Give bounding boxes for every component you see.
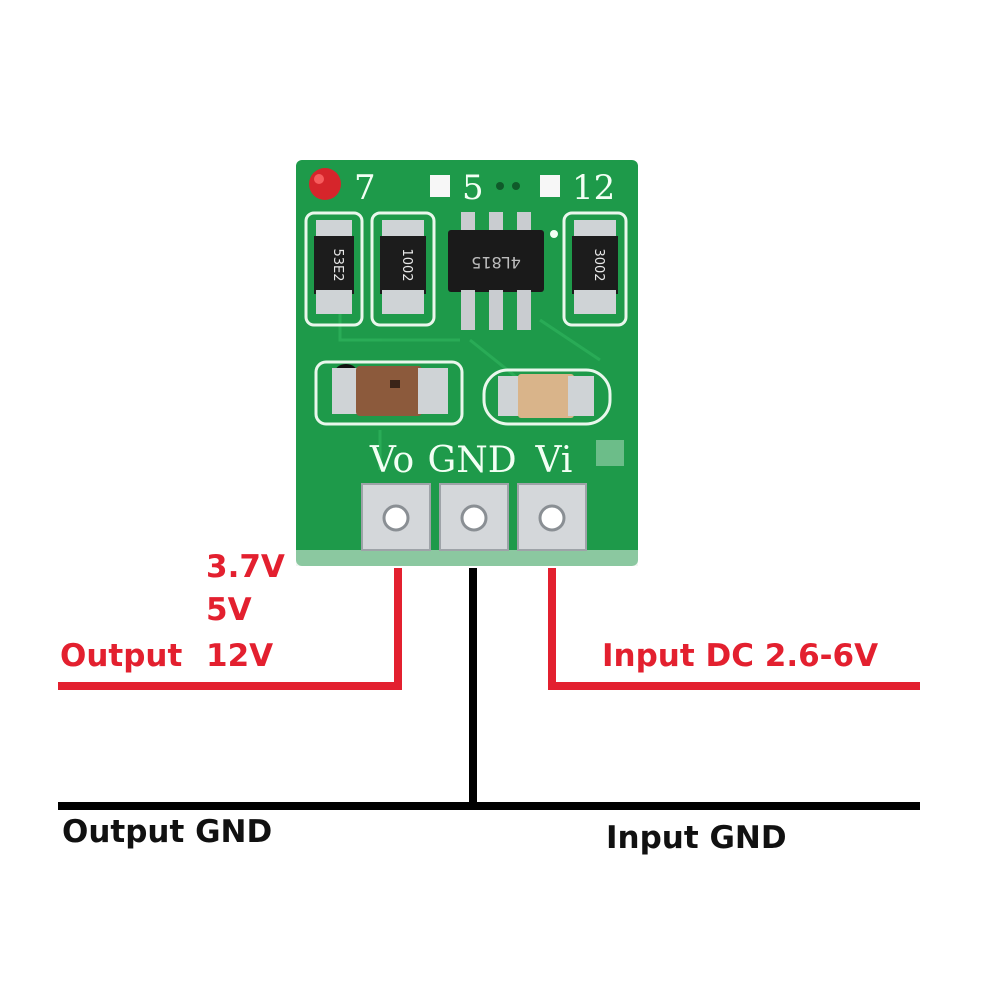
ic-pin [489,212,503,234]
jumper-pad-5 [430,175,450,197]
silkscreen-top-row: 7 5 12 [309,168,615,208]
via-dot-icon [512,182,520,190]
red-solder-highlight-icon [314,174,324,184]
capacitor-body [518,374,574,418]
ic-pin [517,212,531,234]
resistor-r2: 1002 [370,211,436,327]
resistor-pad-top [316,220,352,240]
output-label: Output [60,638,183,674]
pad-hole-icon [460,504,488,532]
red-solder-dot-icon [309,168,341,200]
inductor-body [356,366,422,416]
resistor-body [380,236,426,294]
silk-label-12: 12 [572,168,615,208]
pin-labels: Vo GND Vi [369,440,624,481]
pad-vi [517,483,587,551]
pad-hole-icon [538,504,566,532]
resistor-pad-bottom [382,290,424,314]
capacitor-outline [482,368,612,426]
silk-smudge-icon [596,440,624,466]
input-dc-label: Input DC 2.6-6V [602,638,878,674]
resistor-outline [562,211,628,327]
resistor-marking: 53E2 [330,248,345,281]
via-dot-icon [496,182,504,190]
resistor-marking: 3002 [591,248,606,281]
silk-label-5: 5 [462,168,484,208]
input-wire [548,568,920,690]
ic-marking: 4L815 [471,253,521,272]
terminal-pads [361,483,587,551]
ic-pin [461,212,475,234]
silk-label-7: 7 [354,168,376,208]
capacitor-pad-right [568,376,594,416]
wiring [58,568,920,810]
resistor-body [314,236,354,294]
inductor-pad-right [418,368,448,414]
ic-chip: 4L815 [448,212,558,330]
resistor-body [572,236,618,294]
pcb-edge [296,550,638,566]
output-voltage-3-7v: 3.7V [206,549,285,585]
pcb-board: 7 5 12 53E2 1002 3002 [296,160,638,566]
output-gnd-label: Output GND [62,814,272,850]
ic-pin [489,290,503,330]
pad-gnd [439,483,509,551]
pad-hole-icon [382,504,410,532]
output-voltage-12v: 12V [206,638,273,674]
capacitor [482,368,612,426]
output-wire [58,568,402,690]
resistor-r1: 53E2 [304,211,364,327]
resistor-pad-bottom [316,290,352,314]
resistor-outline [370,211,436,327]
pin1-dot-icon [550,230,558,238]
output-voltage-5v: 5V [206,592,252,628]
resistor-pad-top [574,220,616,240]
ic-pin [517,290,531,330]
resistor-pad-bottom [574,290,616,314]
pin-label-gnd: GND [427,440,516,481]
resistor-pad-top [382,220,424,240]
jumper-pad-12 [540,175,560,197]
pin-label-vo: Vo [369,440,414,481]
pad-vo [361,483,431,551]
resistor-marking: 1002 [399,248,414,281]
inductor-dark-spot-icon [390,380,400,388]
pin-label-vi: Vi [535,440,573,481]
ic-pin [461,290,475,330]
ic-body [448,230,544,292]
annotations: 3.7V 5V Output 12V Input DC 2.6-6V Outpu… [60,549,878,856]
inductor-outline [314,360,464,426]
input-gnd-label: Input GND [606,820,787,856]
resistor-outline [304,211,364,327]
resistor-r3: 3002 [562,211,628,327]
inductor [314,360,464,426]
